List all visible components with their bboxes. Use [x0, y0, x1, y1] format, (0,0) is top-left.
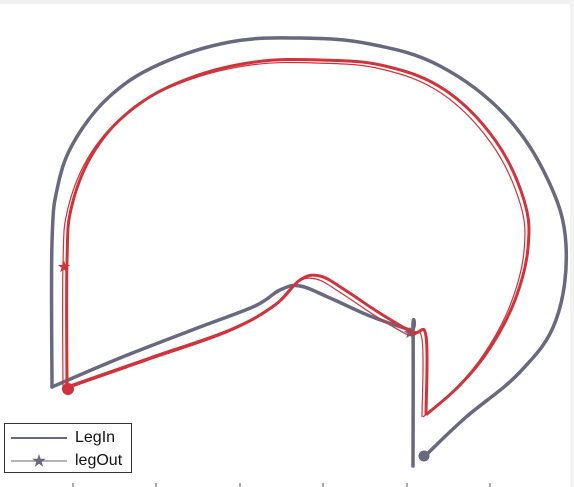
series-legin-path-0 [49, 36, 569, 458]
series-legout-path-0 [65, 57, 531, 416]
legend: LegIn legOut [4, 423, 132, 473]
series-legout-inner-path-0 [62, 61, 526, 418]
legend-star-icon [11, 454, 67, 467]
legend-line-icon [11, 437, 67, 439]
series-legout-path-1 [65, 273, 429, 416]
right-border [570, 0, 574, 487]
series-legout-start-marker [62, 383, 74, 395]
series-legout-end-marker [57, 260, 71, 273]
series-legin-path-1 [50, 283, 416, 468]
top-border [0, 0, 574, 4]
series-legout-inner-path-1 [62, 277, 424, 418]
legend-item-legout: legOut [5, 451, 133, 471]
legend-item-legin: LegIn [5, 428, 133, 448]
series-legin-start-marker [418, 450, 430, 462]
legend-label-legout: legOut [75, 452, 123, 469]
legend-label-legin: LegIn [75, 429, 116, 446]
